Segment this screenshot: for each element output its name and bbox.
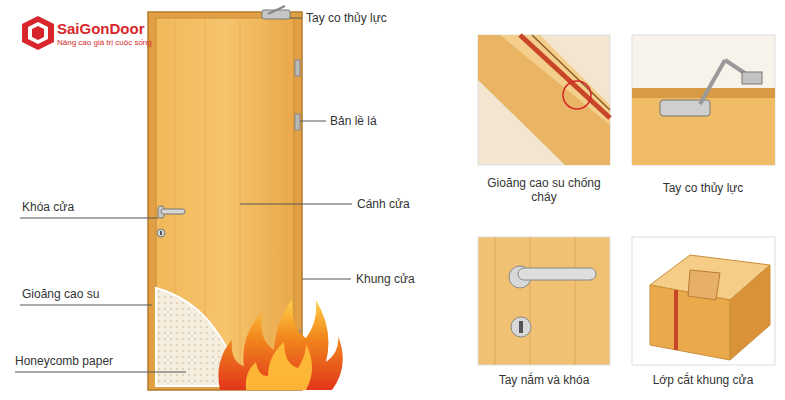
photo-caption: Gioăng cao su chống cháy — [484, 176, 604, 204]
part-label: Honeycomb paper — [15, 354, 113, 368]
photo-caption: Tay nắm và khóa — [479, 373, 609, 387]
handle-photo — [478, 237, 610, 365]
photo-caption: Tay co thủy lực — [633, 181, 773, 195]
part-label: Khóa cửa — [22, 200, 74, 214]
frame-section-photo — [632, 237, 775, 365]
logo-name: SaiGonDoor — [57, 20, 145, 37]
fire-door — [148, 6, 343, 390]
gasket-photo — [478, 35, 610, 165]
logo-icon — [22, 16, 54, 50]
part-label: Tay co thủy lực — [306, 11, 387, 25]
logo-slogan: Nâng cao giá trị cuộc sống — [57, 38, 152, 48]
part-label: Gioăng cao su — [22, 287, 99, 301]
part-label: Khung cửa — [356, 272, 415, 286]
photo-caption: Lớp cắt khung cửa — [633, 373, 773, 387]
closer-photo — [632, 35, 775, 165]
leader-lines — [15, 18, 352, 372]
part-label: Cánh cửa — [357, 197, 410, 211]
part-label: Bản lề lá — [330, 114, 377, 128]
